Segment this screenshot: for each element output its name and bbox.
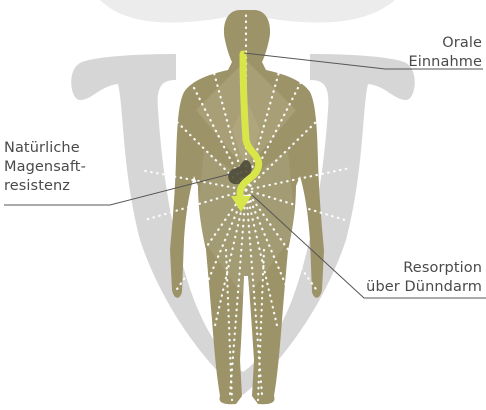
label-orale-einnahme: Orale Einnahme: [394, 34, 482, 72]
label-resorption: Resorption über Dünndarm: [342, 259, 482, 297]
label-magensaftresistenz: Natürliche Magensaft- resistenz: [4, 139, 114, 196]
